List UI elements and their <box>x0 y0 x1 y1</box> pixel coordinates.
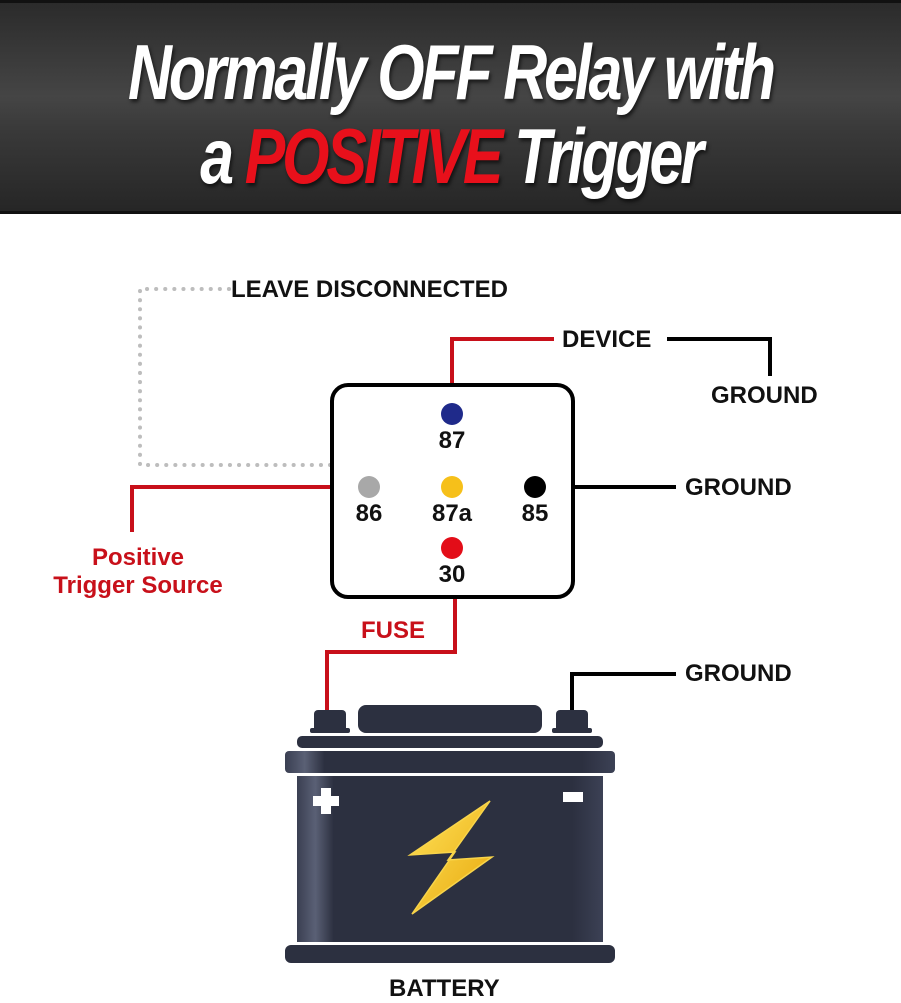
pin-87a-dot <box>441 476 463 498</box>
wire-87-to-device <box>450 337 554 385</box>
title-banner: Normally OFF Relay with a POSITIVE Trigg… <box>0 0 901 214</box>
battery-top-cap <box>358 705 542 733</box>
title-line-1: Normally OFF Relay with <box>128 28 776 116</box>
battery-label: BATTERY <box>389 975 500 1002</box>
battery-ground-label: GROUND <box>685 660 792 687</box>
battery <box>285 705 615 963</box>
pin-85-label: 85 <box>521 500 549 527</box>
pin-30-dot <box>441 537 463 559</box>
battery-minus-icon <box>563 792 583 802</box>
wire-device-to-ground <box>667 337 772 376</box>
pin-86-dot <box>358 476 380 498</box>
pin-87-label: 87 <box>438 427 466 454</box>
battery-plus-icon <box>313 788 339 814</box>
leave-disconnected-label: LEAVE DISCONNECTED <box>231 276 508 303</box>
positive-trigger-source-label: Positive Trigger Source <box>38 544 238 600</box>
battery-positive-terminal <box>314 710 346 732</box>
trigger-label-line-2: Trigger Source <box>53 572 223 599</box>
wire-trigger-to-86 <box>130 485 332 532</box>
pin-87-dot <box>441 403 463 425</box>
pin-85-dot <box>524 476 546 498</box>
battery-negative-terminal <box>556 710 588 732</box>
lightning-bolt-icon <box>407 800 495 915</box>
wire-battery-negative-to-ground <box>570 672 676 712</box>
pin-86-label: 86 <box>355 500 383 527</box>
device-label: DEVICE <box>562 326 652 353</box>
device-ground-label: GROUND <box>711 382 818 409</box>
pin-30-label: 30 <box>438 561 466 588</box>
title-highlight-positive: POSITIVE <box>244 112 504 200</box>
pin-87a-label: 87a <box>431 500 473 527</box>
fuse-label: FUSE <box>361 617 426 644</box>
title-prefix: a <box>200 112 245 200</box>
title-line-2: a POSITIVE Trigger <box>99 111 802 202</box>
title-suffix: Trigger <box>500 112 704 200</box>
pin-85-ground-label: GROUND <box>685 474 792 501</box>
wire-30-to-battery-positive <box>325 597 457 712</box>
trigger-label-line-1: Positive <box>91 544 185 571</box>
